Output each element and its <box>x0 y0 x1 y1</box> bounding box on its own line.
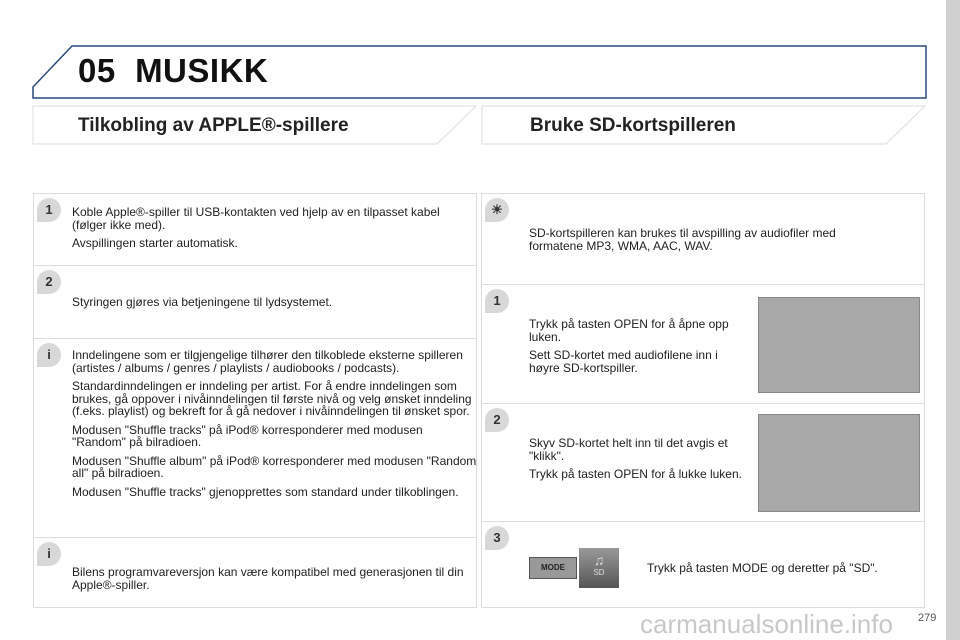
page-number: 279 <box>918 612 937 624</box>
chapter-title: MUSIKK <box>135 52 269 89</box>
info-text: Standardinndelingen er inndeling per art… <box>72 379 472 418</box>
left-section-frame <box>32 105 477 145</box>
info-text: Modusen "Shuffle album" på iPod® korresp… <box>72 453 477 480</box>
info-text: Bilens programvareversjon kan være kompa… <box>72 565 464 592</box>
info-text: Inndelingene som er tilgjengelige tilhør… <box>72 348 463 375</box>
step-text: Sett SD-kortet med audiofilene inn i høy… <box>529 348 718 375</box>
sd-slot-open-illustration <box>758 297 920 393</box>
step-badge: 2 <box>37 270 61 294</box>
mode-button-image: MODE <box>529 557 577 579</box>
sd-insert-illustration <box>758 414 920 512</box>
step-badge: 1 <box>37 198 61 222</box>
step-badge: 1 <box>485 289 509 313</box>
step-text: SD-kortspilleren kan brukes til avspilli… <box>529 226 836 253</box>
right-step-2: 2 Skyv SD-kortet helt inn til det avgis … <box>481 403 925 522</box>
info-icon: i <box>37 542 61 566</box>
right-tip: ☀ SD-kortspilleren kan brukes til avspil… <box>481 193 925 285</box>
left-step-2: 2 Styringen gjøres via betjeningene til … <box>33 265 477 339</box>
right-section-heading: Bruke SD-kortspilleren <box>530 115 736 136</box>
sd-button-image: ♫ SD <box>579 548 619 588</box>
right-section-frame <box>481 105 926 145</box>
sun-icon: ☀ <box>485 198 509 222</box>
info-text: Modusen "Shuffle tracks" gjenopprettes s… <box>72 484 459 499</box>
step-text: Skyv SD-kortet helt inn til det avgis et… <box>529 436 728 463</box>
right-step-1: 1 Trykk på tasten OPEN for å åpne opp lu… <box>481 284 925 404</box>
step-text: Styringen gjøres via betjeningene til ly… <box>72 295 333 309</box>
header-frame <box>32 45 927 99</box>
sd-label: SD <box>593 568 605 577</box>
page-title: 05 MUSIKK <box>78 52 268 90</box>
right-step-3: 3 MODE ♫ SD Trykk på tasten MODE og dere… <box>481 521 925 608</box>
step-text: Trykk på tasten OPEN for å åpne opp luke… <box>529 317 729 344</box>
step-text: Trykk på tasten MODE og deretter på "SD"… <box>647 561 878 575</box>
step-text: Trykk på tasten OPEN for å lukke luken. <box>529 467 742 481</box>
left-section-heading: Tilkobling av APPLE®-spillere <box>78 115 349 136</box>
chapter-number: 05 <box>78 52 116 89</box>
page-edge-strip <box>946 0 960 640</box>
music-note-icon: ♫ <box>593 552 605 568</box>
info-text: Modusen "Shuffle tracks" på iPod® korres… <box>72 422 423 449</box>
info-icon: i <box>37 343 61 367</box>
left-step-1: 1 Koble Apple®-spiller til USB-kontakten… <box>33 193 477 266</box>
left-info-1: i Inndelingene som er tilgjengelige tilh… <box>33 338 477 538</box>
left-info-2: i Bilens programvareversjon kan være kom… <box>33 537 477 608</box>
watermark: carmanualsonline.info <box>640 609 893 639</box>
step-badge: 3 <box>485 526 509 550</box>
step-text: Koble Apple®-spiller til USB-kontakten v… <box>72 205 440 232</box>
step-text: Avspillingen starter automatisk. <box>72 236 238 250</box>
step-badge: 2 <box>485 408 509 432</box>
